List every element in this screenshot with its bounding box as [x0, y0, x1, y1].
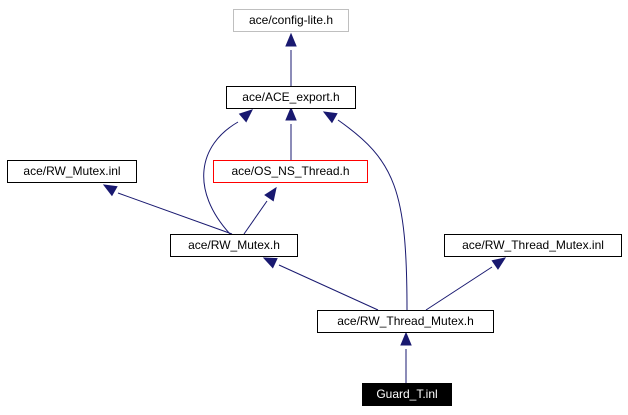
edge-rw-thread-mutex-h-to-rw-thread-mutex-inl	[425, 266, 493, 311]
arrowhead-rw-mutex-inl	[102, 184, 118, 197]
arrowhead-rw-thread-mutex-h	[400, 331, 412, 346]
edge-rw-thread-mutex-h-to-ace-export	[337, 119, 408, 311]
edge-rw-mutex-h-to-os-ns-thread	[243, 200, 268, 235]
arrowhead-ace-export	[322, 111, 338, 124]
edge-rw-thread-mutex-h-to-rw-mutex-h	[278, 264, 379, 311]
arrowhead-ace-export	[285, 106, 297, 121]
node-rw-mutex-inl[interactable]: ace/RW_Mutex.inl	[7, 160, 137, 183]
node-rw-thread-mutex-h[interactable]: ace/RW_Thread_Mutex.h	[317, 310, 494, 333]
node-os-ns-thread[interactable]: ace/OS_NS_Thread.h	[213, 160, 368, 183]
arrowhead-ace-export	[238, 109, 253, 123]
node-rw-thread-mutex-inl[interactable]: ace/RW_Thread_Mutex.inl	[444, 234, 622, 257]
edge-rw-mutex-h-to-ace-export	[203, 121, 239, 235]
arrowhead-rw-mutex-h	[262, 257, 278, 269]
arrowhead-config-lite	[285, 32, 297, 47]
arrowhead-rw-thread-mutex-inl	[491, 257, 507, 270]
node-ace-export[interactable]: ace/ACE_export.h	[226, 86, 356, 109]
node-config-lite[interactable]: ace/config-lite.h	[233, 9, 349, 32]
arrowhead-os-ns-thread	[264, 186, 277, 202]
node-rw-mutex-h[interactable]: ace/RW_Mutex.h	[170, 234, 298, 257]
node-guard-t-inl[interactable]: Guard_T.inl	[362, 383, 452, 406]
edge-rw-mutex-h-to-rw-mutex-inl	[117, 192, 233, 235]
